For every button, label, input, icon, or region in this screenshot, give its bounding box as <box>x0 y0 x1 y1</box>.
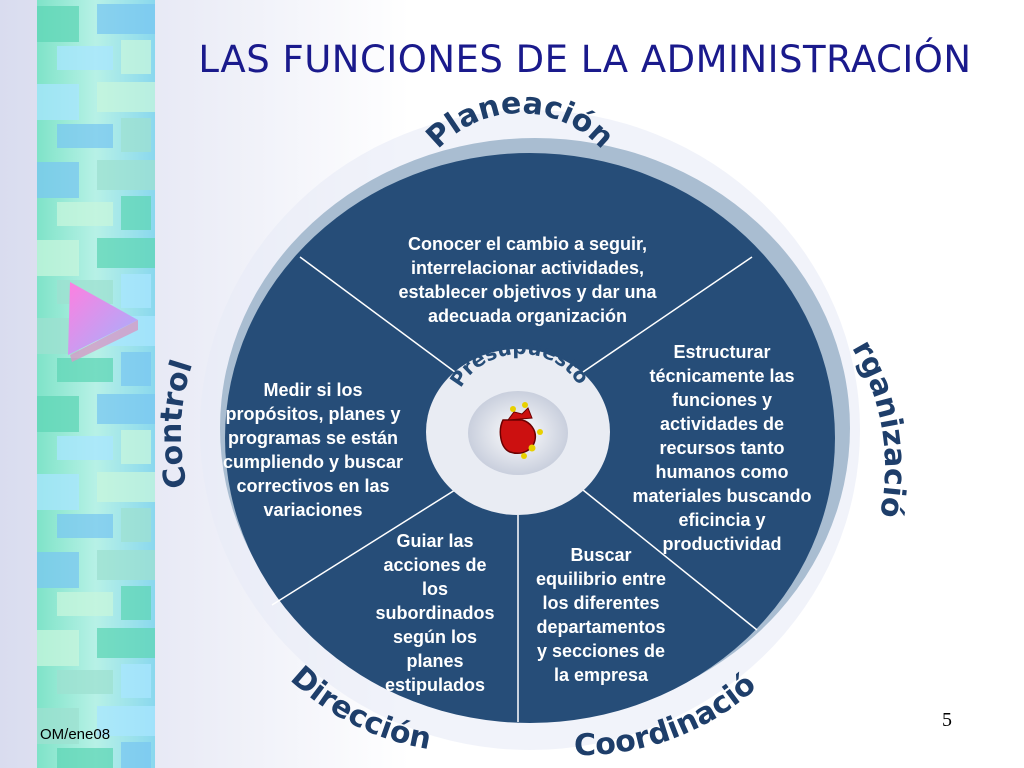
stripe-block <box>121 196 151 230</box>
stripe-block <box>37 162 79 198</box>
stripe-block <box>57 124 113 148</box>
segment-text-control: Medir si los propósitos, planes y programa… <box>202 378 424 522</box>
segment-line: correctivos en las <box>236 476 390 496</box>
segment-line: Guiar las <box>396 531 474 551</box>
page-title: LAS FUNCIONES DE LA ADMINISTRACIÓN <box>198 38 972 81</box>
stripe-block <box>57 592 113 616</box>
ring-label-control: Control <box>154 356 200 492</box>
stripe-block <box>57 46 113 70</box>
segment-line: productividad <box>662 534 782 554</box>
stripe-block <box>97 238 155 268</box>
divider-bottom-left <box>271 489 456 606</box>
decorative-stripe <box>37 0 155 768</box>
stripe-block <box>37 474 79 510</box>
segment-line: según los <box>392 627 477 647</box>
stripe-block <box>97 706 155 736</box>
segment-line: variaciones <box>263 500 363 520</box>
stripe-block <box>121 430 151 464</box>
stripe-block <box>57 202 113 226</box>
divider-top-left <box>299 256 456 373</box>
segment-line: materiales buscando <box>632 486 812 506</box>
stripe-block <box>57 670 113 694</box>
segment-line: departamentos <box>536 617 666 637</box>
stripe-block <box>37 630 79 666</box>
stripe-block <box>97 160 155 190</box>
segment-line: programas se están <box>227 428 399 448</box>
stripe-block <box>97 4 155 34</box>
segment-line: recursos tanto <box>659 438 785 458</box>
stripe-block <box>37 240 79 276</box>
stripe-block <box>97 394 155 424</box>
segment-line: propósitos, planes y <box>225 404 401 424</box>
stripe-block <box>121 118 151 152</box>
stripe-block <box>37 552 79 588</box>
segment-line: Conocer el cambio a seguir, <box>407 234 648 254</box>
page-number: 5 <box>942 709 952 731</box>
segment-line: los <box>421 579 448 599</box>
stripe-block <box>121 352 151 386</box>
stripe-block <box>97 628 155 658</box>
money-bag-icon <box>499 402 543 459</box>
stripe-block <box>37 396 79 432</box>
segment-line: funciones y <box>671 390 773 410</box>
segment-line: subordinados <box>375 603 495 623</box>
segment-line: establecer objetivos y dar una <box>398 282 657 302</box>
stripe-block <box>57 748 113 768</box>
segment-line: Medir si los <box>263 380 363 400</box>
stripe-block <box>97 472 155 502</box>
segment-line: adecuada organización <box>427 306 628 326</box>
segment-line: cumpliendo y buscar <box>222 452 404 472</box>
segment-line: humanos como <box>655 462 789 482</box>
footer-label: OM/ene08 <box>40 726 111 743</box>
stripe-block <box>37 708 79 744</box>
stripe-block <box>57 514 113 538</box>
stripe-block <box>37 84 79 120</box>
segment-line: estipulados <box>384 675 486 695</box>
segment-line: acciones de <box>383 555 487 575</box>
segment-text-planeacion: Conocer el cambio a seguir, interrelacion… <box>360 232 695 328</box>
stripe-block <box>37 6 79 42</box>
stripe-block <box>121 40 151 74</box>
stripe-block <box>121 664 151 698</box>
segment-line: interrelacionar actividades, <box>410 258 645 278</box>
segment-dividers <box>271 256 758 722</box>
stripe-block <box>97 82 155 112</box>
stripe-block <box>121 742 151 768</box>
stripe-block <box>57 436 113 460</box>
stripe-block <box>97 550 155 580</box>
segment-line: y secciones de <box>536 641 666 661</box>
segment-line: técnicamente las <box>649 366 795 386</box>
segment-text-coordinacion: Buscar equilibrio entre los diferentes depa… <box>515 543 687 687</box>
stripe-block <box>121 586 151 620</box>
segment-line: la empresa <box>553 665 649 685</box>
segment-line: planes <box>406 651 464 671</box>
segment-line: Estructurar <box>673 342 771 362</box>
stripe-block <box>121 508 151 542</box>
segment-line: eficincia y <box>678 510 766 530</box>
segment-line: equilibrio entre <box>535 569 667 589</box>
segment-text-direccion: Guiar las acciones de los subordinados según… <box>360 529 510 697</box>
stripe-block <box>57 358 113 382</box>
segment-line: los diferentes <box>542 593 660 613</box>
segment-line: actividades de <box>659 414 785 434</box>
divider-top-right <box>582 256 753 373</box>
segment-line: Buscar <box>570 545 632 565</box>
stripe-block <box>121 274 151 308</box>
divider-bottom-right <box>582 489 758 631</box>
triangle-arrow-icon <box>68 282 138 362</box>
segment-text-organizacion: Estructurar técnicamente las funciones y ac… <box>612 340 832 556</box>
